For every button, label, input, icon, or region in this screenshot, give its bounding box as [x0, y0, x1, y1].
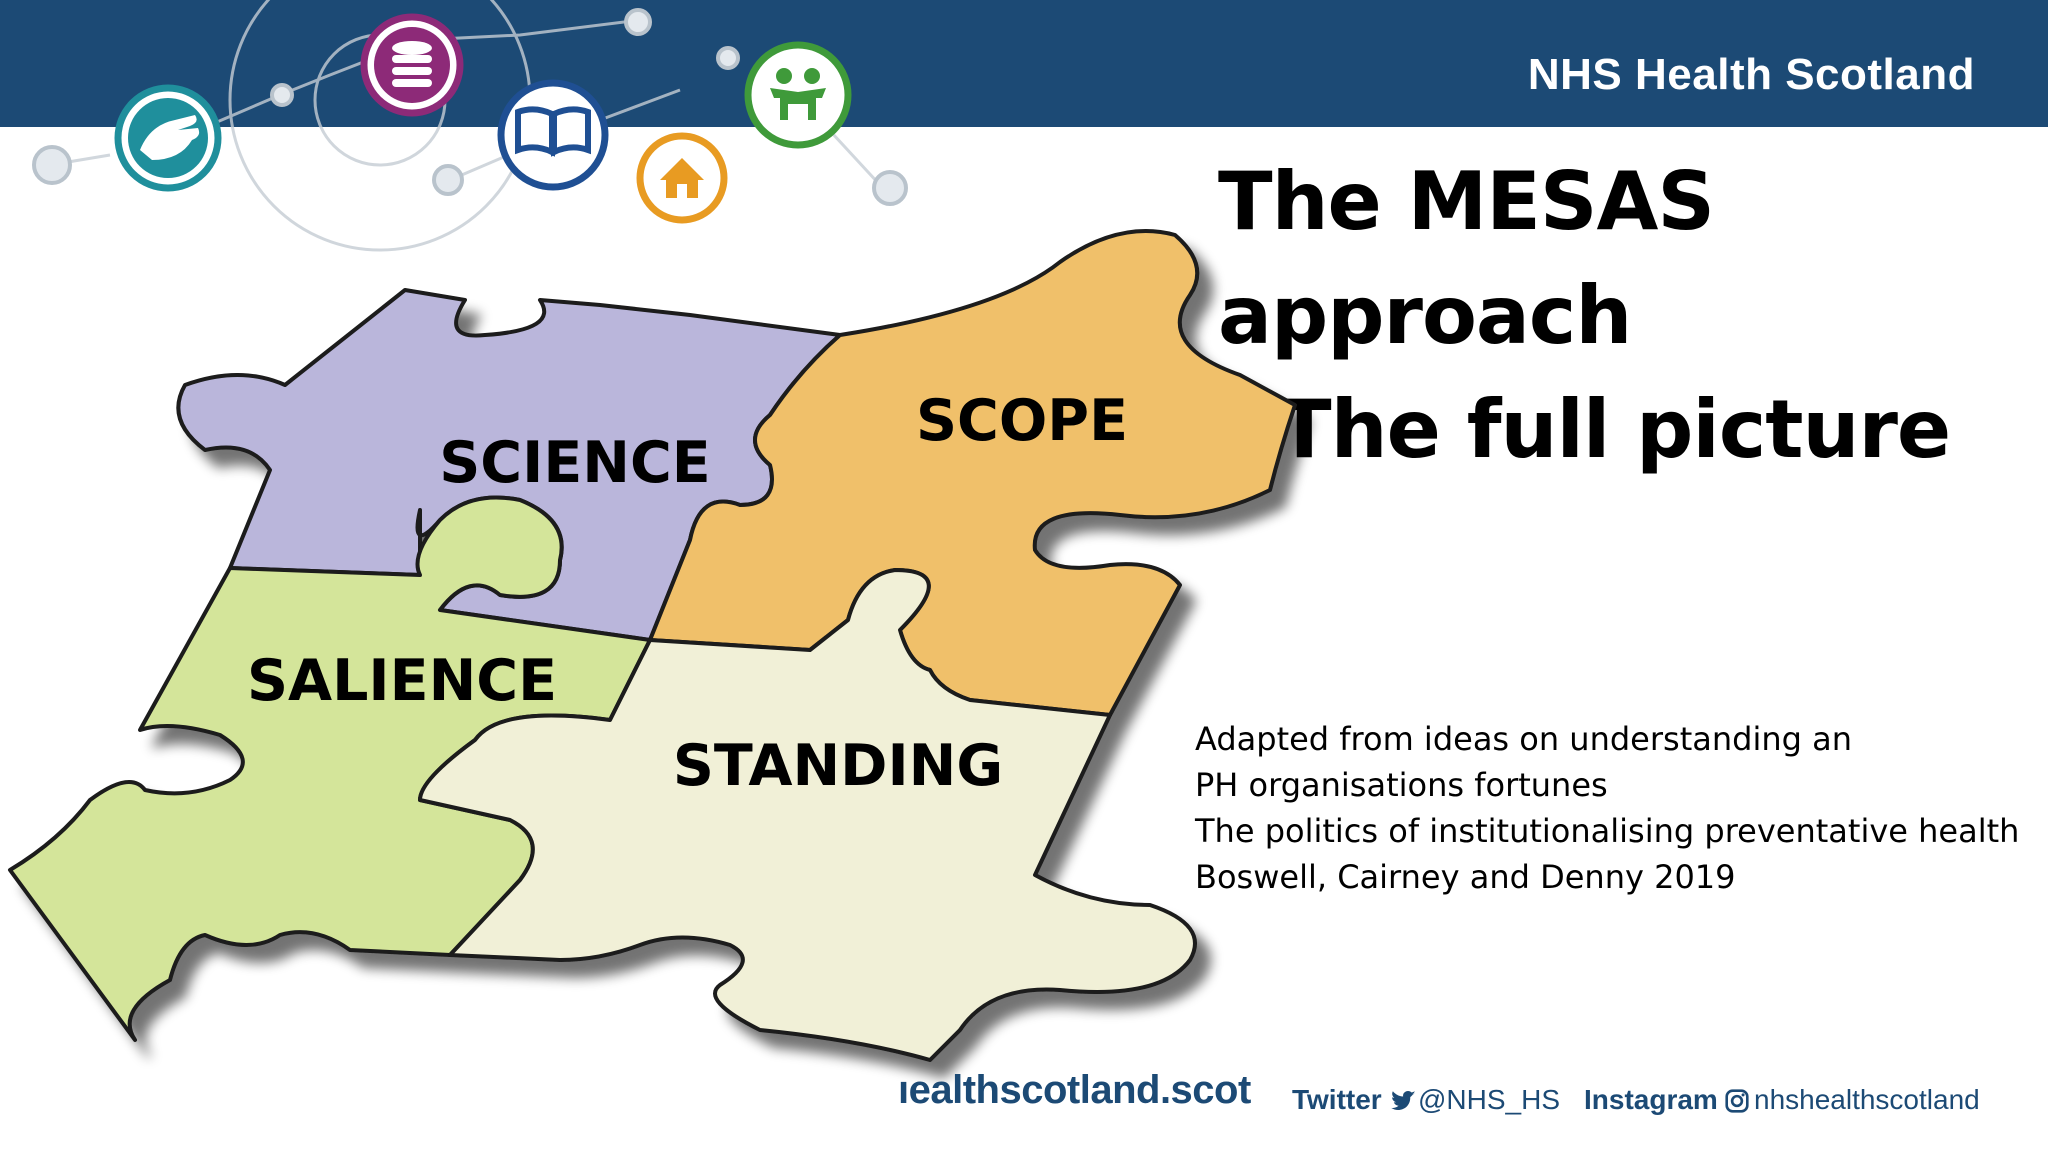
puzzle-piece-scope	[648, 229, 1297, 717]
caption-line: Boswell, Cairney and Denny 2019	[1195, 858, 1736, 896]
brand-name: NHS Health Scotland	[1527, 50, 1975, 99]
money-icon	[360, 13, 464, 117]
puzzle-piece-standing	[418, 568, 1197, 1062]
twitter-handle: @NHS_HS	[1418, 1084, 1561, 1115]
house-icon	[636, 132, 728, 224]
header-decoration	[32, 0, 908, 252]
hand-icon	[114, 84, 222, 192]
website-url: ıealthscotland.scot	[898, 1068, 1251, 1112]
caption-line: The politics of institutionalising preve…	[1195, 812, 2020, 850]
slide-title: The MESAS approach - The full picture	[1218, 155, 1951, 476]
puzzle-label-scope: SCOPE	[916, 388, 1128, 454]
instagram-handle: nhshealthscotland	[1754, 1084, 1980, 1115]
caption-line: PH organisations fortunes	[1195, 766, 1608, 804]
header-band	[0, 0, 2048, 127]
puzzle-piece-salience	[8, 495, 652, 1042]
twitter-icon	[1391, 1090, 1416, 1111]
people-icon	[744, 41, 852, 149]
instagram-label: Instagram	[1584, 1084, 1718, 1115]
decorative-nodes	[32, 8, 908, 206]
caption-line: Adapted from ideas on understanding an	[1195, 720, 1852, 758]
caption: Adapted from ideas on understanding an P…	[1195, 716, 2035, 900]
book-icon	[497, 79, 609, 191]
puzzle-diagram: SCIENCE SCOPE SALIENCE STANDING	[8, 229, 1297, 1062]
twitter-label: Twitter	[1292, 1084, 1382, 1115]
puzzle-label-standing: STANDING	[673, 733, 1003, 799]
instagram-icon	[1725, 1089, 1749, 1113]
puzzle-label-science: SCIENCE	[439, 430, 711, 496]
puzzle-label-salience: SALIENCE	[247, 648, 557, 714]
